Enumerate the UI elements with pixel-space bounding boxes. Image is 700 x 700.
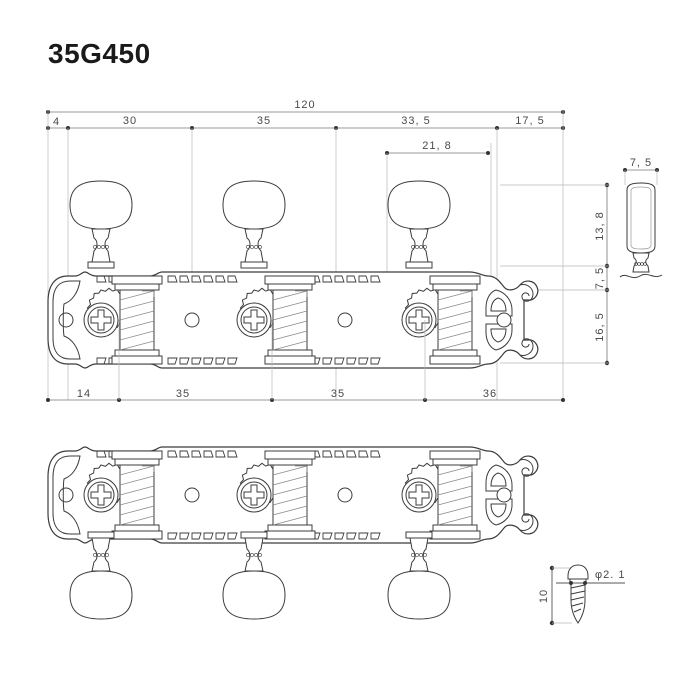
plate-left-end bbox=[52, 455, 81, 535]
worm-shaft bbox=[111, 275, 163, 365]
phillips-screw-head bbox=[90, 309, 112, 331]
worm-shaft bbox=[111, 450, 163, 540]
dim-label-bottom-3: 36 bbox=[483, 388, 497, 400]
dim-label-top-0: 4 bbox=[53, 116, 60, 128]
knurl-dots bbox=[411, 553, 427, 557]
worm-shaft bbox=[429, 275, 481, 365]
button-width-dimension bbox=[385, 143, 492, 290]
top-view bbox=[47, 180, 539, 369]
dim-label-v-2: 16, 5 bbox=[594, 312, 606, 341]
dim-label-top-4: 17, 5 bbox=[515, 115, 544, 127]
dim-label-v-1: 7, 5 bbox=[594, 267, 606, 289]
string-post-hole bbox=[184, 487, 512, 503]
dim-label-overall-top: 120 bbox=[294, 99, 315, 111]
tuning-button bbox=[69, 180, 133, 269]
button-side-detail: 7, 5 bbox=[619, 157, 663, 279]
knurl-dots bbox=[93, 553, 109, 557]
worm-thread bbox=[437, 290, 473, 351]
tuner-mechanism-group-top bbox=[83, 275, 481, 365]
phillips-screw-head bbox=[90, 484, 112, 506]
tuning-button-group-top bbox=[69, 180, 451, 269]
dim-label-v-0: 13, 8 bbox=[594, 211, 606, 240]
dim-label-top-3: 33, 5 bbox=[401, 115, 430, 127]
knurl-dots-side bbox=[634, 262, 647, 266]
dim-label-screw-length: 10 bbox=[538, 589, 550, 603]
tuning-button bbox=[222, 531, 286, 620]
tuning-button bbox=[387, 180, 451, 269]
break-line bbox=[619, 273, 663, 279]
dim-label-bottom-0: 14 bbox=[77, 388, 91, 400]
knurl-dots bbox=[411, 245, 427, 249]
dim-label-bottom-2: 35 bbox=[331, 388, 345, 400]
dim-label-top-1: 30 bbox=[123, 115, 137, 127]
dim-label-button-width: 21, 8 bbox=[422, 140, 451, 152]
bottom-dimension-block bbox=[46, 320, 565, 402]
phillips-screw-head bbox=[408, 309, 430, 331]
knurl-dots bbox=[246, 245, 262, 249]
dim-label-top-2: 35 bbox=[257, 115, 271, 127]
bottom-view bbox=[47, 446, 539, 544]
page-title: 35G450 bbox=[48, 38, 151, 69]
knurl-dots bbox=[93, 245, 109, 249]
worm-shaft bbox=[264, 450, 316, 540]
worm-shaft bbox=[264, 275, 316, 365]
screw-detail bbox=[549, 564, 625, 626]
dim-label-button-side-width: 7, 5 bbox=[630, 157, 652, 169]
worm-thread bbox=[119, 465, 155, 526]
tuning-button bbox=[69, 531, 133, 620]
tuning-button bbox=[222, 180, 286, 269]
string-post-hole bbox=[184, 312, 512, 328]
worm-shaft bbox=[429, 450, 481, 540]
phillips-screw-head bbox=[243, 309, 265, 331]
worm-thread bbox=[272, 290, 308, 351]
tuning-button bbox=[387, 531, 451, 620]
mounting-hole bbox=[58, 312, 74, 328]
plate-left-end bbox=[52, 280, 81, 360]
right-vertical-dimension-block bbox=[500, 182, 610, 366]
dim-label-bottom-1: 35 bbox=[176, 388, 190, 400]
phillips-screw-head bbox=[243, 484, 265, 506]
worm-thread bbox=[437, 465, 473, 526]
worm-thread bbox=[119, 290, 155, 351]
tuning-button-group-bottom bbox=[69, 531, 451, 620]
mounting-hole bbox=[58, 487, 74, 503]
dim-label-screw-diameter: φ2. 1 bbox=[595, 569, 625, 581]
phillips-screw-head bbox=[408, 484, 430, 506]
knurl-dots bbox=[246, 553, 262, 557]
worm-thread bbox=[272, 465, 308, 526]
